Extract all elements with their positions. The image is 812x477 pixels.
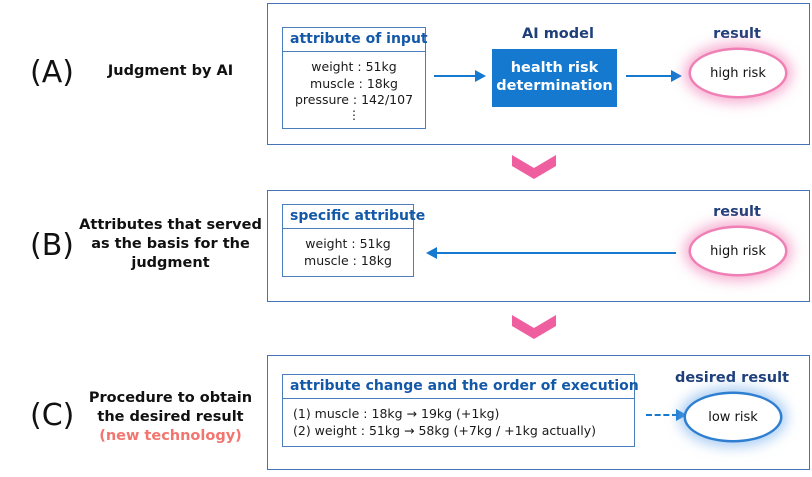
attribute-of-input-header: attribute of input [283, 28, 428, 52]
chevron-down-icon [512, 315, 556, 339]
row-tag-a: (A) [30, 55, 74, 90]
panel-procedure-desired-result: attribute change and the order of execut… [267, 355, 810, 470]
specific-attribute-box: specific attribute weight : 51kg muscle … [282, 204, 425, 277]
arrow-right-icon-head [671, 70, 682, 82]
row-subtitle-c: (new technology) [99, 428, 242, 444]
specific-attribute-header: specific attribute [283, 205, 425, 229]
attribute-change-box: attribute change and the order of execut… [282, 374, 639, 447]
panel-attributes-basis: specific attribute weight : 51kg muscle … [267, 190, 810, 302]
attribute-change-step: (2) weight : 51kg → 58kg (+7kg / +1kg ac… [293, 422, 596, 438]
desired-result-caption: desired result [674, 370, 790, 386]
attribute-of-input-body: weight : 51kg muscle : 18kg pressure : 1… [283, 52, 425, 128]
arrow-right-icon [434, 75, 478, 78]
row-title-c: Procedure to obtain the desired result [88, 390, 253, 426]
attribute-change-header: attribute change and the order of execut… [283, 375, 639, 399]
result-badge-low-risk: low risk [686, 394, 780, 440]
arrow-dashed-right-icon-head [676, 409, 687, 421]
attribute-line: weight : 51kg [311, 59, 397, 74]
row-title-a: Judgment by AI [107, 63, 234, 79]
attribute-line: muscle : 18kg [304, 252, 392, 268]
arrow-dashed-right-icon [646, 414, 678, 416]
panel-judgment-by-ai: attribute of input weight : 51kg muscle … [267, 3, 810, 145]
ellipsis-continuation: ⋮ [348, 107, 360, 122]
result-caption-a: result [713, 26, 761, 42]
arrow-left-icon [436, 252, 676, 255]
attribute-line: muscle : 18kg [310, 75, 398, 91]
row-title-b: Attributes that served as the basis for … [79, 217, 262, 272]
result-badge-high-risk-b: high risk [691, 228, 785, 274]
arrow-right-icon [626, 75, 674, 78]
arrow-right-icon-head [475, 70, 486, 82]
result-caption-b: result [713, 204, 761, 220]
ai-model-caption: AI model [522, 26, 594, 42]
row-tag-c: (C) [30, 398, 75, 433]
attribute-line: weight : 51kg [305, 236, 391, 251]
attribute-change-step: (1) muscle : 18kg → 19kg (+1kg) [293, 406, 500, 421]
attribute-line: pressure : 142/107 [294, 92, 414, 107]
result-badge-high-risk-a: high risk [691, 50, 785, 96]
ai-model-box: health risk determination [492, 49, 617, 107]
arrow-left-icon-head [426, 247, 437, 259]
chevron-down-icon [512, 155, 556, 179]
attribute-change-body: (1) muscle : 18kg → 19kg (+1kg) (2) weig… [283, 399, 634, 446]
row-tag-b: (B) [30, 228, 74, 263]
specific-attribute-body: weight : 51kg muscle : 18kg [283, 229, 413, 276]
attribute-of-input-box: attribute of input weight : 51kg muscle … [282, 27, 428, 129]
